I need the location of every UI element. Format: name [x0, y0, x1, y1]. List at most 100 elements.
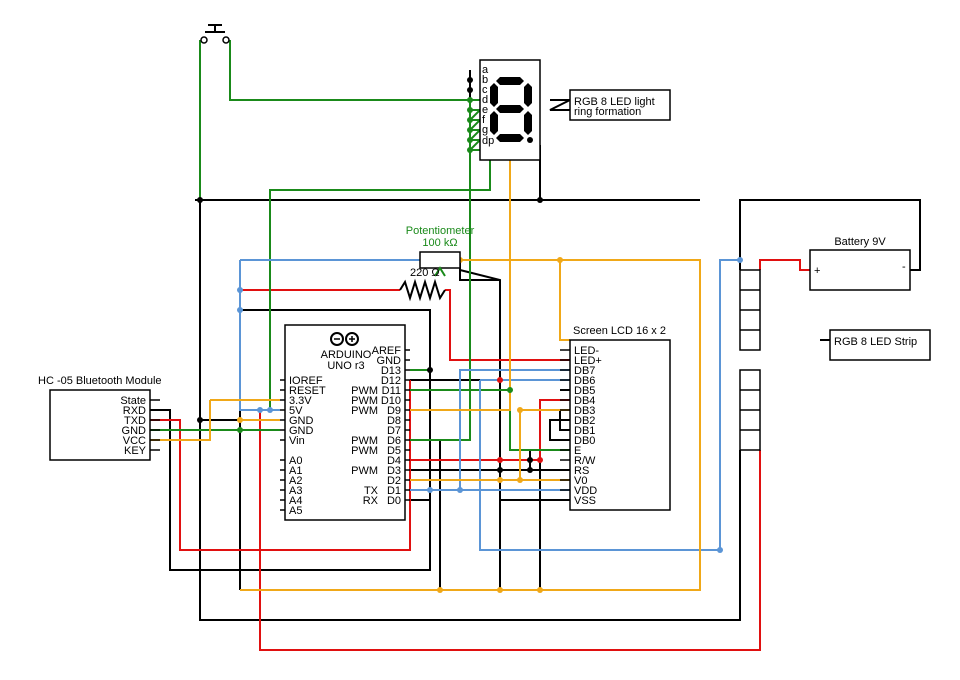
- rgb-led-strip: RGB 8 LED Strip: [829, 329, 931, 361]
- arduino-pin-prefix: RX: [363, 495, 379, 507]
- bluetooth-pin-rxd: RXD: [123, 405, 146, 417]
- bluetooth-module: HC -05 Bluetooth Module StateRXDTXDGNDVC…: [38, 375, 162, 461]
- arduino-pin-prefix: PWM: [351, 465, 378, 477]
- bluetooth-title: HC -05 Bluetooth Module: [38, 375, 162, 387]
- rgb-led-ring: RGB 8 LED light ring formation: [569, 89, 671, 121]
- arduino-pin-a4: A4: [289, 495, 302, 507]
- orange-wires: [150, 160, 701, 591]
- arduino-pin-vin: Vin: [289, 435, 305, 447]
- arduino-pin-aref: AREF: [372, 345, 402, 357]
- bluetooth-pin-vcc: VCC: [123, 435, 146, 447]
- arduino-pin-a0: A0: [289, 455, 302, 467]
- lcd-pin-led: LED-: [574, 345, 599, 357]
- lcd-pin-vdd: VDD: [574, 485, 597, 497]
- resistor: 220 Ω: [399, 267, 446, 302]
- arduino-pin-d7: D7: [387, 425, 401, 437]
- digit-8-icon: [490, 77, 533, 143]
- seven-segment-display: a b c d e f g dp: [479, 59, 541, 161]
- battery-9v: Battery 9V + -: [809, 236, 911, 291]
- arduino-name-line2: UNO r3: [327, 360, 364, 372]
- lcd-pin-db2: DB2: [574, 415, 595, 427]
- arduino-pin-a5: A5: [289, 505, 302, 517]
- arduino-pin-prefix: PWM: [351, 405, 378, 417]
- arduino-pin-d5: D5: [387, 445, 401, 457]
- arduino-pin-d3: D3: [387, 465, 401, 477]
- arduino-pin-d10: D10: [381, 395, 401, 407]
- arduino-pin-prefix: PWM: [351, 395, 378, 407]
- arduino-pin-d1: D1: [387, 485, 401, 497]
- seg-pin-a: a: [482, 64, 489, 76]
- arduino-pin-d6: D6: [387, 435, 401, 447]
- arduino-pin-prefix: PWM: [351, 445, 378, 457]
- arduino-name-line1: ARDUINO: [321, 349, 372, 361]
- arduino-pin-5v: 5V: [289, 405, 303, 417]
- arduino-board: ARDUINO UNO r3 IOREFRESET3.3V5VGNDGNDVin…: [280, 324, 410, 521]
- resistor-label: 220 Ω: [410, 267, 440, 279]
- bluetooth-pin-gnd: GND: [122, 425, 147, 437]
- bluetooth-pin-txd: TXD: [124, 415, 146, 427]
- arduino-pin-d11: D11: [382, 385, 401, 397]
- arduino-pin-prefix: PWM: [351, 435, 378, 447]
- arduino-pin-a2: A2: [289, 475, 302, 487]
- battery-minus-label: -: [902, 261, 906, 273]
- arduino-pin-prefix: TX: [364, 485, 379, 497]
- lcd-pin-db5: DB5: [574, 385, 595, 397]
- seg-pin-c: c: [482, 84, 488, 96]
- arduino-pin-33v: 3.3V: [289, 395, 312, 407]
- lcd-pin-rw: R/W: [574, 455, 596, 467]
- arduino-pin-d8: D8: [387, 415, 401, 427]
- arduino-logo-icon: [330, 332, 359, 346]
- arduino-pin-d13: D13: [381, 365, 401, 377]
- ring-label-line1: RGB 8 LED light: [574, 96, 655, 108]
- bluetooth-pin-key: KEY: [124, 445, 147, 457]
- lcd-pin-led: LED+: [574, 355, 602, 367]
- pot-label-line1: Potentiometer: [406, 225, 475, 237]
- lcd-pin-db0: DB0: [574, 435, 595, 447]
- connector-block-bottom: [739, 369, 761, 451]
- arduino-pin-d12: D12: [381, 375, 401, 387]
- seven-segment-pin-labels: a b c d e f g dp: [482, 64, 494, 147]
- connector-block-top: [739, 269, 761, 351]
- arduino-pin-gnd: GND: [289, 415, 314, 427]
- potentiometer: Potentiometer 100 kΩ: [406, 225, 475, 277]
- arduino-pin-a3: A3: [289, 485, 302, 497]
- seg-pin-g: g: [482, 124, 488, 136]
- arduino-pin-a1: A1: [289, 465, 302, 477]
- lcd-pin-db1: DB1: [574, 425, 595, 437]
- bluetooth-pin-state: State: [120, 395, 146, 407]
- lcd-pin-v0: V0: [574, 475, 587, 487]
- arduino-pin-prefix: PWM: [351, 385, 378, 397]
- arduino-pin-gnd: GND: [289, 425, 314, 437]
- lcd-pin-rs: RS: [574, 465, 589, 477]
- seg-pin-e: e: [482, 104, 488, 116]
- arduino-pin-d0: D0: [387, 495, 401, 507]
- ring-label-line2: ring formation: [574, 106, 641, 118]
- seg-pin-f: f: [482, 114, 486, 126]
- lcd-pins: LED-LED+DB7DB6DB5DB4DB3DB2DB1DB0ER/WRSV0…: [560, 345, 602, 507]
- arduino-pin-d2: D2: [387, 475, 401, 487]
- lcd-pin-db3: DB3: [574, 405, 595, 417]
- arduino-pin-ioref: IOREF: [289, 375, 323, 387]
- junction-dots: [197, 77, 743, 593]
- lcd-pin-db7: DB7: [574, 365, 595, 377]
- seg-pin-b: b: [482, 74, 488, 86]
- arduino-pin-d9: D9: [387, 405, 401, 417]
- battery-plus-label: +: [814, 265, 820, 277]
- arduino-right-pins: AREFGNDD13D12D11PWMD10PWMD9PWMD8D7D6PWMD…: [351, 345, 410, 507]
- lcd-pin-vss: VSS: [574, 495, 596, 507]
- push-button[interactable]: [200, 24, 230, 44]
- lcd-screen: Screen LCD 16 x 2 LED-LED+DB7DB6DB5DB4DB…: [560, 325, 671, 511]
- lcd-pin-db6: DB6: [574, 375, 595, 387]
- lcd-pin-db4: DB4: [574, 395, 595, 407]
- arduino-pin-gnd: GND: [377, 355, 402, 367]
- pot-label-line2: 100 kΩ: [422, 237, 457, 249]
- seg-pin-d: d: [482, 94, 488, 106]
- battery-title: Battery 9V: [834, 236, 886, 248]
- seg-pin-dp: dp: [482, 135, 494, 147]
- arduino-pin-d4: D4: [387, 455, 401, 467]
- strip-label: RGB 8 LED Strip: [834, 336, 917, 348]
- lcd-title: Screen LCD 16 x 2: [573, 325, 666, 337]
